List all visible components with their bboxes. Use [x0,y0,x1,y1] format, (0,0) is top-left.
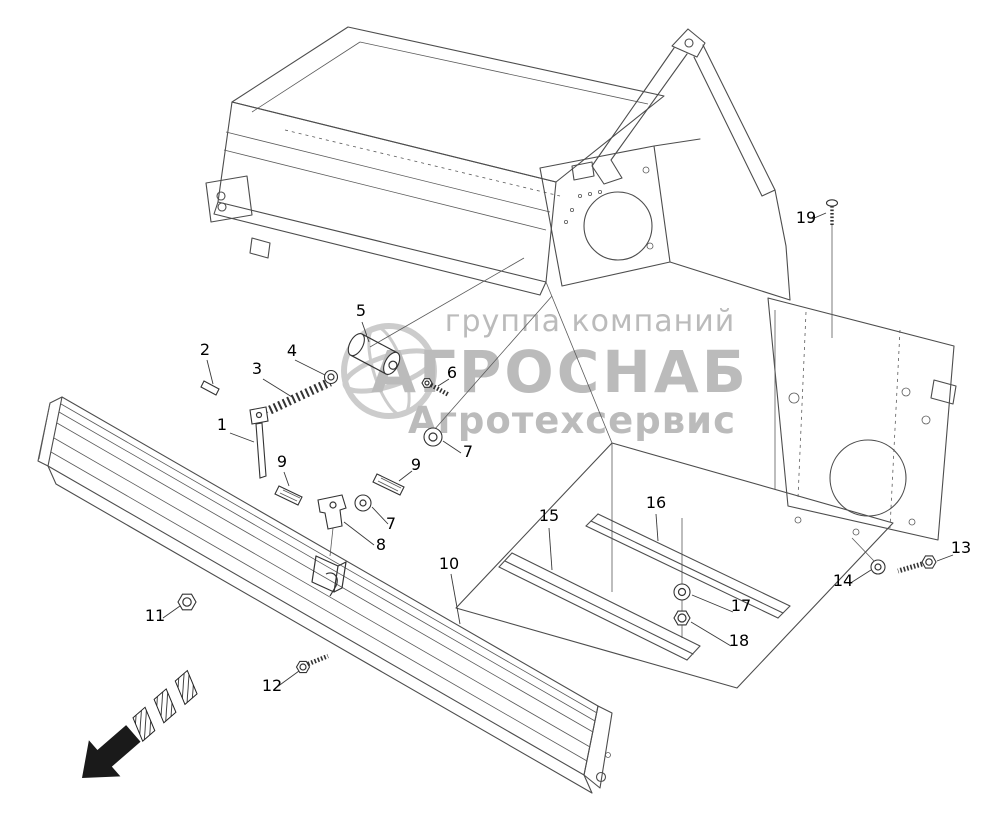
roller-bar [37,396,613,794]
part-label-15: 15 [539,506,559,525]
part-label-6: 6 [447,363,457,382]
lower-sheet-drawing [455,442,894,689]
part-7-washer-lower [354,494,372,512]
part-label-11: 11 [145,606,165,625]
part-label-4: 4 [287,341,297,360]
part-label-10: 10 [439,554,459,573]
part-label-14: 14 [833,571,853,590]
part-7-washer-upper [423,427,443,447]
part-18-nut [673,610,691,626]
part-label-9: 9 [277,452,287,471]
part-label-12: 12 [262,676,282,695]
part-label-7: 7 [386,514,396,533]
part-6-bolt [421,378,451,397]
part-label-7: 7 [463,442,473,461]
part-19-bolt [825,199,839,225]
part-1-pin [249,406,269,479]
part-2-pin [200,380,220,396]
part-8-bracket [317,494,347,530]
watermark-line3: Агротехсервис [408,399,736,442]
leader-lines [162,212,954,688]
part-17-washer [673,583,691,601]
part-label-8: 8 [376,535,386,554]
part-label-1: 1 [217,415,227,434]
watermark-line1: группа компаний [445,304,735,339]
right-side-plate [767,297,957,541]
hitch-mast [591,28,776,197]
direction-arrow-icon [82,669,198,778]
part-9-rod-right [372,473,405,496]
rail-15 [498,552,701,661]
watermark-line2: АГРОСНАБ [371,338,749,406]
machine-frame-drawing [205,26,957,638]
part-14-washer [851,537,886,575]
part-label-2: 2 [200,340,210,359]
part-label-19: 19 [796,208,816,227]
watermark: группа компаний АГРОСНАБ Агротехсервис [341,301,749,442]
part-label-17: 17 [731,596,751,615]
part-label-13: 13 [951,538,971,557]
part-9-rod-left [274,485,303,506]
part-3-spring [261,377,332,417]
part-label-16: 16 [646,493,666,512]
part-5-cylinder [347,333,401,375]
part-11-nut [177,593,197,611]
part-label-5: 5 [356,301,366,320]
part-label-18: 18 [729,631,749,650]
part-4-washer [323,369,339,385]
rail-16 [585,513,791,619]
part-13-bolt [897,555,937,574]
part-label-9: 9 [411,455,421,474]
watermark-logo-icon [341,323,437,419]
part-label-3: 3 [252,359,262,378]
part-12-bolt [295,653,329,674]
